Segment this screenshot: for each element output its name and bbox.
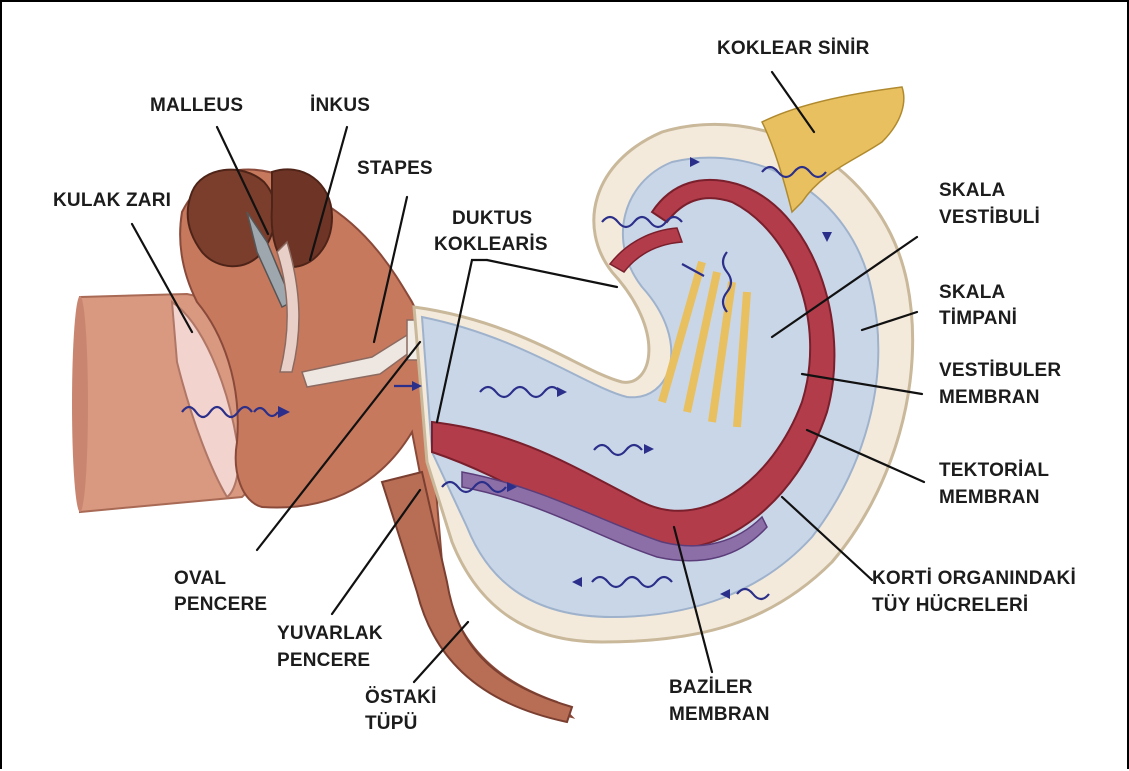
label-yuvarlak-line2: PENCERE	[277, 650, 370, 671]
label-oval-line1: OVAL	[174, 568, 226, 589]
label-korti-line1: KORTİ ORGANINDAKİ	[872, 568, 1076, 589]
label-inkus: İNKUS	[310, 95, 370, 116]
label-ostaki-line1: ÖSTAKİ	[365, 687, 437, 708]
label-duktus-line1: DUKTUS	[452, 208, 532, 229]
label-skala-vestibuli-line1: SKALA	[939, 180, 1006, 201]
label-yuvarlak-line1: YUVARLAK	[277, 623, 383, 644]
label-stapes: STAPES	[357, 158, 433, 179]
label-ostaki-line2: TÜPÜ	[365, 713, 418, 734]
label-kulak-zari: KULAK ZARI	[53, 190, 171, 211]
label-skala-vestibuli-line2: VESTİBULİ	[939, 207, 1040, 228]
label-malleus: MALLEUS	[150, 95, 243, 116]
label-skala-timpani-line1: SKALA	[939, 282, 1006, 303]
label-vestibuler-line1: VESTİBULER	[939, 360, 1061, 381]
label-vestibuler-line2: MEMBRAN	[939, 387, 1040, 408]
label-tektorial-line2: MEMBRAN	[939, 487, 1040, 508]
label-korti-line2: TÜY HÜCRELERİ	[872, 595, 1028, 616]
label-koklear-sinir: KOKLEAR SİNİR	[717, 38, 870, 59]
label-duktus-line2: KOKLEARİS	[434, 234, 548, 255]
label-baziler-line1: BAZİLER	[669, 677, 753, 698]
label-tektorial-line1: TEKTORİAL	[939, 460, 1049, 481]
label-oval-line2: PENCERE	[174, 594, 267, 615]
label-skala-timpani-line2: TİMPANİ	[939, 308, 1017, 329]
label-baziler-line2: MEMBRAN	[669, 704, 770, 725]
